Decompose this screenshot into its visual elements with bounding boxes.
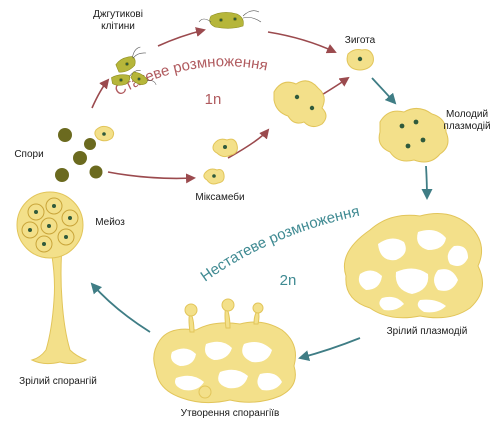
arrow-zygote-to-young-plasmodium bbox=[372, 78, 395, 103]
label-spores: Спори bbox=[14, 149, 43, 160]
label-meiosis: Мейоз bbox=[95, 217, 125, 228]
arrow-flagellates-up bbox=[158, 30, 204, 46]
label-myxamoebae: Міксамеби bbox=[195, 191, 244, 203]
arrow-young-to-mature-plasmodium bbox=[426, 166, 427, 198]
germinating-spore bbox=[95, 126, 114, 140]
label-young-plasmodium: Молодий bbox=[446, 109, 488, 120]
arrow-spores-to-myxamoebae bbox=[108, 172, 194, 178]
label-young-plasmodium-line2: плазмодій bbox=[443, 121, 490, 132]
zygote bbox=[347, 50, 373, 71]
label-mature-plasmodium: Зрілий плазмодій bbox=[387, 326, 468, 337]
arrow-to-zygote bbox=[268, 32, 335, 52]
arrow-mature-plasmodium-to-sporangia bbox=[300, 338, 360, 358]
arrow-fusion-to-zygote bbox=[320, 78, 348, 96]
mature-plasmodium bbox=[344, 214, 482, 318]
asexual-cycle-arrows bbox=[92, 78, 427, 358]
asexual-ploidy: 2n bbox=[280, 272, 297, 289]
label-flagellated-cells-line2: клітини bbox=[101, 21, 135, 32]
arrow-sporangia-to-mature-sporangium bbox=[92, 284, 150, 332]
sexual-ploidy: 1n bbox=[205, 91, 222, 108]
arrow-spores-to-flagellates bbox=[92, 80, 108, 108]
label-flagellated-cells: Джгутикові bbox=[93, 9, 143, 20]
young-plasmodium bbox=[379, 108, 448, 162]
flagellate-pair bbox=[199, 11, 261, 29]
label-sporangia-formation: Утворення спорангіїв bbox=[181, 408, 280, 419]
sporangia-formation bbox=[154, 299, 296, 403]
label-zygote: Зигота bbox=[345, 35, 376, 46]
fusing-myxamoebae bbox=[274, 81, 326, 127]
label-mature-sporangium: Зрілий спорангій bbox=[19, 376, 97, 387]
myxamoebae bbox=[204, 139, 238, 184]
mature-sporangium bbox=[17, 192, 86, 364]
